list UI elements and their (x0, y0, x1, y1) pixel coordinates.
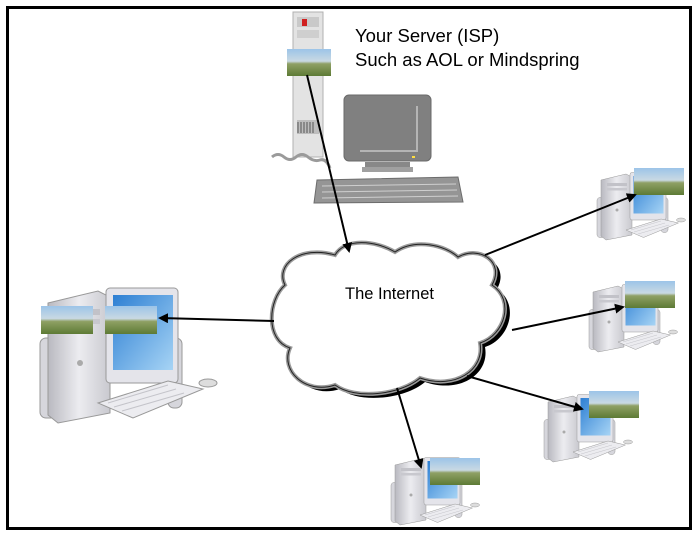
landscape-image-icon (634, 168, 684, 195)
landscape-image-icon (41, 306, 93, 334)
server-monitor (343, 94, 432, 162)
client-left (39, 287, 218, 424)
arrow-server-to-internet (306, 74, 353, 253)
arrow-internet-to-client-left (158, 313, 275, 324)
landscape-image-icon (105, 306, 157, 334)
landscape-image-icon (287, 49, 331, 76)
arrow-internet-to-client-right-top (484, 193, 637, 256)
client-right-top (596, 168, 686, 241)
landscape-image-icon (430, 458, 480, 485)
internet-label: The Internet (345, 285, 434, 303)
client-right-middle (588, 281, 678, 353)
server-label: Your Server (ISP) Such as AOL or Mindspr… (355, 24, 580, 72)
arrow-internet-to-client-right-bottom (466, 375, 584, 412)
client-right-bottom (543, 391, 639, 463)
diagram-frame (6, 6, 692, 530)
arrow-internet-to-client-right-middle (511, 303, 625, 331)
server-label-line1: Your Server (ISP) (355, 25, 500, 46)
arrow-internet-to-client-bottom (396, 387, 424, 469)
cloud-icon (269, 240, 510, 398)
landscape-image-icon (589, 391, 639, 418)
landscape-image-icon (625, 281, 675, 308)
server-workstation-icon (271, 11, 464, 204)
client-bottom (390, 457, 480, 526)
server-label-line2: Such as AOL or Mindspring (355, 49, 580, 70)
